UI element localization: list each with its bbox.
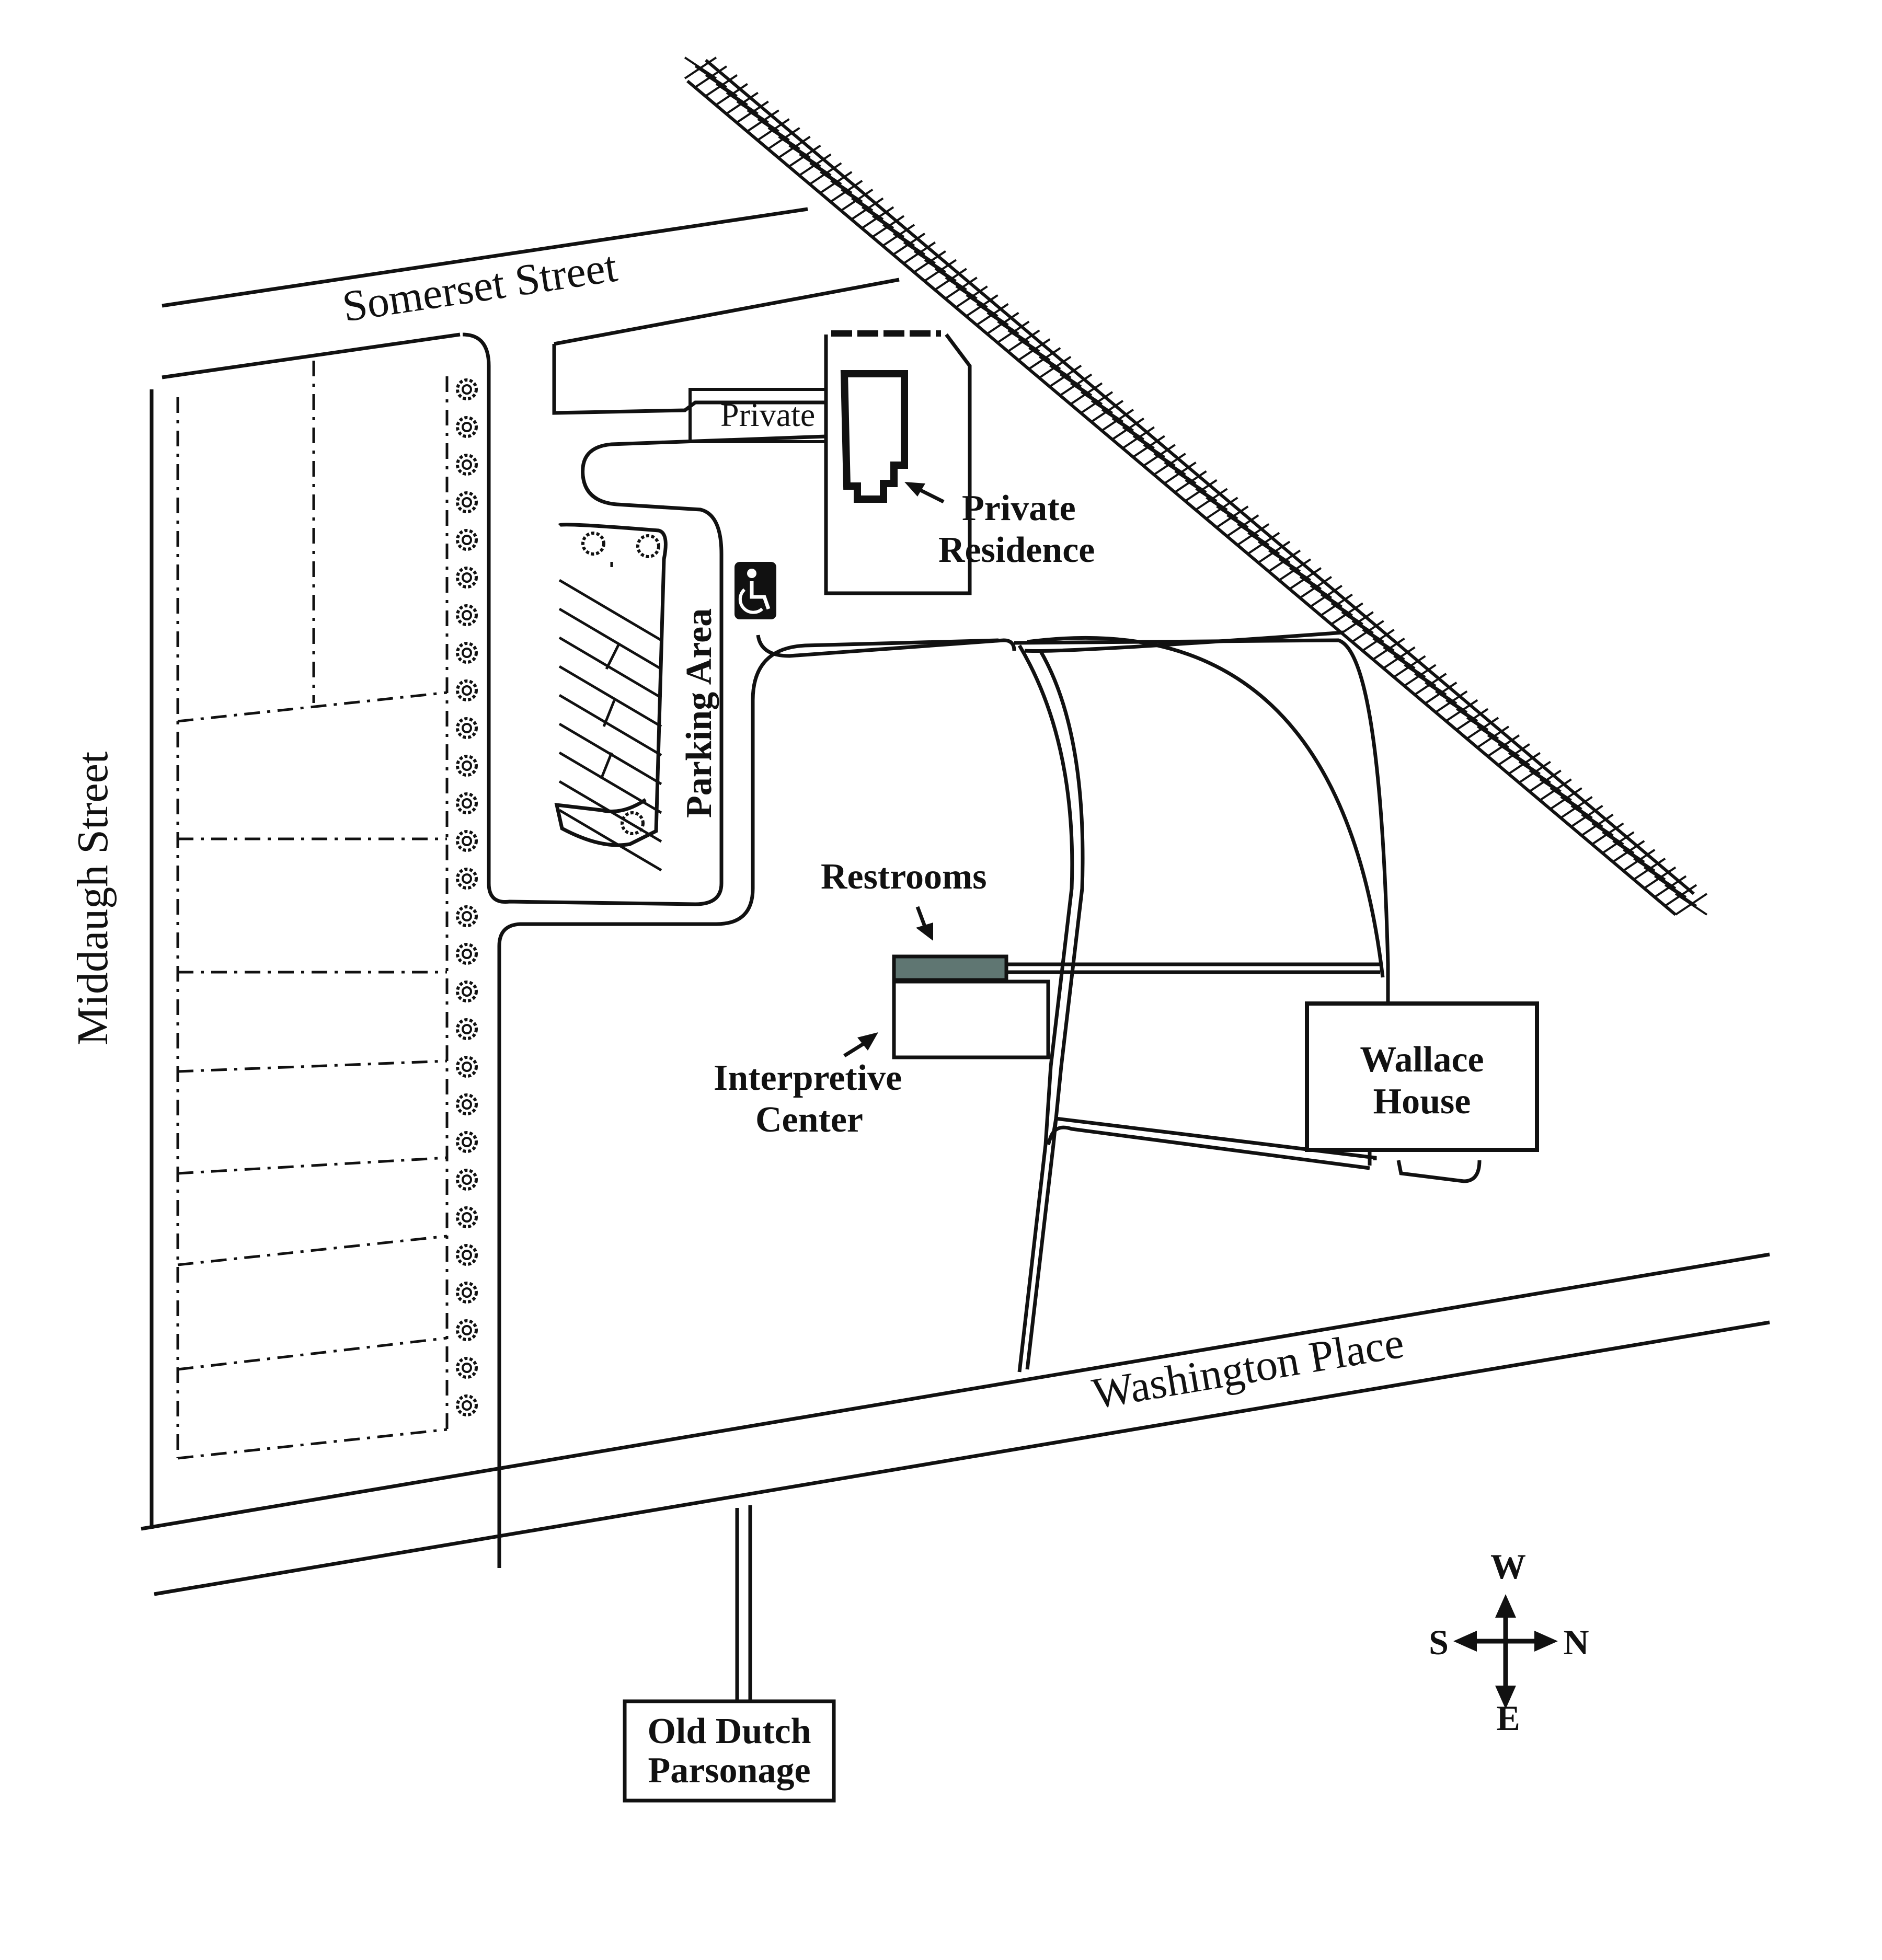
tree-icon <box>456 1357 478 1379</box>
wheelchair-icon <box>735 562 776 619</box>
somerset-street: Somerset Street <box>162 207 900 379</box>
tree-icon <box>456 529 478 551</box>
tree-icon <box>456 1018 478 1040</box>
compass-south: S <box>1429 1622 1449 1662</box>
parsonage-label-2: Parsonage <box>648 1750 810 1791</box>
private-sign <box>688 388 828 443</box>
restrooms-building <box>892 954 1008 982</box>
tree-icon <box>456 454 478 476</box>
driveway <box>462 332 1016 1568</box>
interpretive-center-label-1: Interpretive <box>714 1058 902 1098</box>
washington-place: Washington Place <box>141 1252 1770 1596</box>
lot-lines <box>176 361 449 1460</box>
tree-icon <box>456 868 478 890</box>
tree-icon <box>456 1093 478 1115</box>
private-drive-label: Private <box>720 396 815 433</box>
middaugh-street: Middaugh Street <box>68 389 154 1529</box>
compass-west: W <box>1490 1547 1526 1586</box>
private-residence-lot: Private Private Residence <box>688 330 1095 595</box>
tree-icon <box>456 1056 478 1078</box>
middaugh-street-label: Middaugh Street <box>68 752 117 1045</box>
parking-area-label: Parking Area <box>679 608 719 818</box>
tree-icon <box>621 811 645 835</box>
tree-icon <box>456 1169 478 1191</box>
tree-icon <box>456 642 478 664</box>
tree-icon <box>581 532 605 556</box>
private-residence-label-1: Private <box>962 488 1076 528</box>
parsonage-label-1: Old Dutch <box>647 1711 811 1751</box>
arrow-right-icon <box>1534 1631 1558 1652</box>
railroad-track <box>684 56 1708 916</box>
wallace-house-label-1: Wallace <box>1360 1040 1484 1080</box>
compass-north: N <box>1563 1622 1589 1662</box>
site-paths <box>735 630 1482 1701</box>
compass-rose: W S N E <box>1429 1547 1589 1738</box>
arrow-down-icon <box>1495 1686 1516 1709</box>
interpretive-center: Restrooms Interpretive Center <box>714 857 1050 1140</box>
tree-icon <box>456 1206 478 1228</box>
tree-icon <box>456 1131 478 1153</box>
tree-icon <box>456 416 478 438</box>
tree-icon <box>456 567 478 589</box>
wallace-house-label-2: House <box>1373 1081 1471 1122</box>
tree-icon <box>456 830 478 852</box>
tree-icon <box>456 1282 478 1304</box>
tree-icon <box>456 491 478 513</box>
interpretive-center-building <box>892 979 1050 1059</box>
restrooms-label: Restrooms <box>821 857 987 897</box>
old-dutch-parsonage: Old Dutch Parsonage <box>623 1699 836 1803</box>
compass-east: E <box>1496 1698 1520 1738</box>
tree-icon <box>456 1244 478 1266</box>
arrow-left-icon <box>1453 1631 1477 1652</box>
interpretive-center-label-2: Center <box>755 1100 863 1140</box>
parking-area: Parking Area <box>554 523 776 872</box>
tree-icon <box>456 1394 478 1416</box>
tree-icon <box>636 534 660 558</box>
tree-icon <box>456 1319 478 1341</box>
tree-icon <box>456 943 478 965</box>
private-residence-label-2: Residence <box>938 530 1095 570</box>
arrow-up-icon <box>1495 1594 1516 1618</box>
washington-place-label: Washington Place <box>1089 1319 1407 1419</box>
tree-icon <box>456 679 478 701</box>
tree-icon <box>456 604 478 626</box>
tree-row <box>456 378 660 1416</box>
tree-icon <box>456 755 478 777</box>
tree-icon <box>456 905 478 927</box>
tree-icon <box>456 981 478 1002</box>
tree-icon <box>456 717 478 739</box>
tree-icon <box>456 378 478 400</box>
private-residence-building <box>840 370 908 503</box>
tree-icon <box>456 792 478 814</box>
somerset-street-label: Somerset Street <box>339 243 620 331</box>
wallace-house: Wallace House <box>1305 1001 1539 1152</box>
